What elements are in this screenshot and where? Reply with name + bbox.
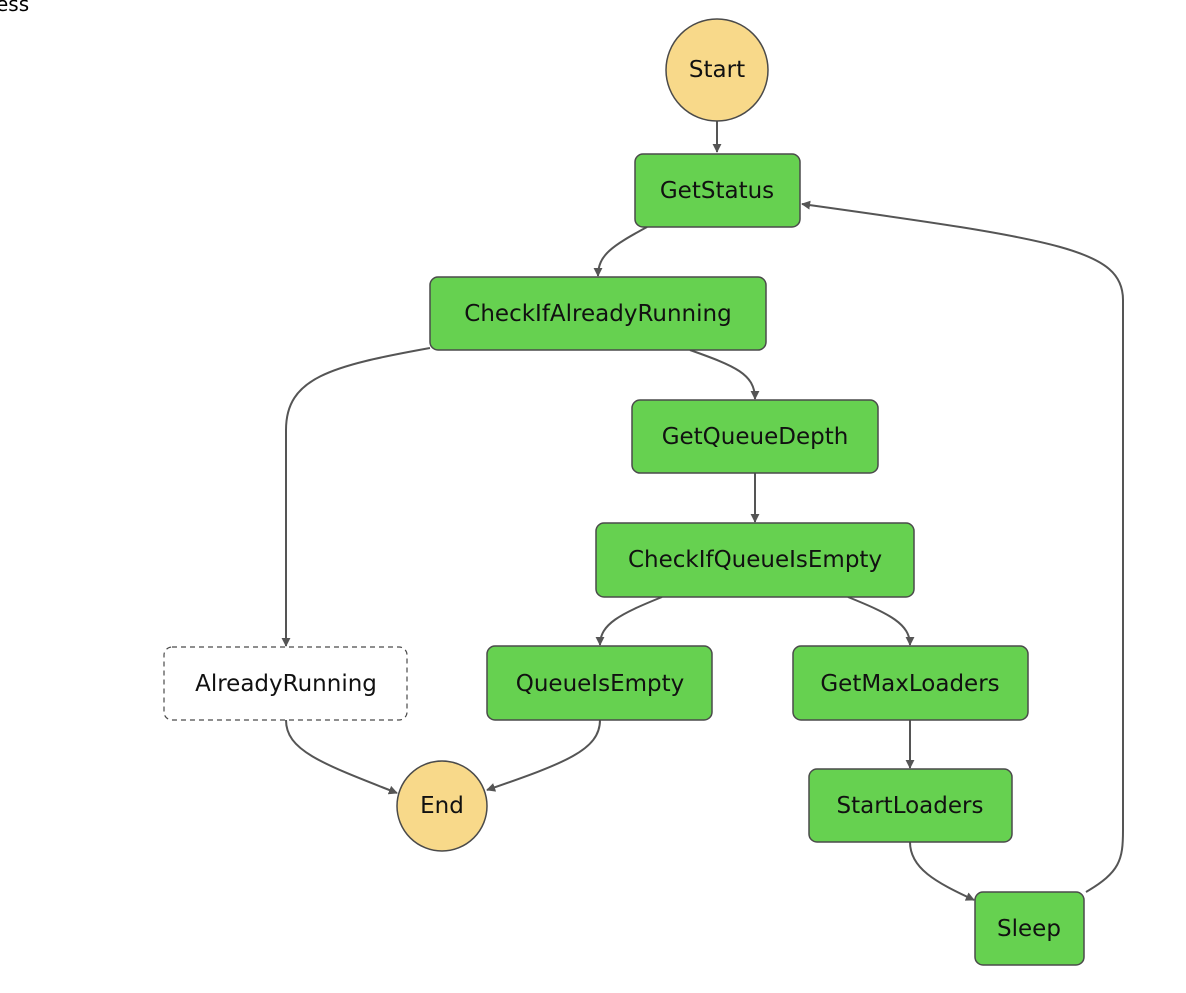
edge-startloaders-to-sleep [909,841,975,901]
edge-checkifalreadyrunning-to-getqueuedepth [689,349,760,400]
edge-sleep-to-getstatus [801,200,1124,893]
edge-checkifalreadyrunning-to-alreadyrunning [281,347,431,647]
getqueuedepth-node[interactable]: GetQueueDepth [631,399,879,474]
getstatus-node[interactable]: GetStatus [634,153,801,228]
getmaxloaders-node[interactable]: GetMaxLoaders [792,645,1029,721]
checkifqueueisempty-label: CheckIfQueueIsEmpty [628,547,882,573]
end-label: End [420,793,464,819]
edge-checkifqueueisempty-to-getmaxloaders [847,596,915,646]
checkifqueueisempty-node[interactable]: CheckIfQueueIsEmpty [595,522,915,598]
checkifalreadyrunning-label: CheckIfAlreadyRunning [464,301,731,327]
startloaders-label: StartLoaders [837,793,984,819]
edge-getstatus-to-checkifalreadyrunning [593,226,648,277]
startloaders-node[interactable]: StartLoaders [808,768,1013,843]
edge-queueisempty-to-end [486,719,601,792]
checkifalreadyrunning-node[interactable]: CheckIfAlreadyRunning [429,276,767,351]
alreadyrunning-label: AlreadyRunning [195,671,377,697]
alreadyrunning-node[interactable]: AlreadyRunning [163,646,408,721]
edges [281,119,1124,901]
end-node[interactable]: End [396,760,488,852]
queueisempty-node[interactable]: QueueIsEmpty [486,645,713,721]
sleep-label: Sleep [997,916,1061,942]
edge-checkifqueueisempty-to-queueisempty [595,596,663,646]
clipped-header-text: ess [0,0,30,16]
queueisempty-label: QueueIsEmpty [516,671,685,697]
start-label: Start [689,57,745,83]
getstatus-label: GetStatus [660,178,774,204]
getqueuedepth-label: GetQueueDepth [662,424,849,450]
edge-alreadyrunning-to-end [285,719,398,795]
sleep-node[interactable]: Sleep [974,891,1085,966]
getmaxloaders-label: GetMaxLoaders [820,671,999,697]
start-node[interactable]: Start [665,18,769,122]
